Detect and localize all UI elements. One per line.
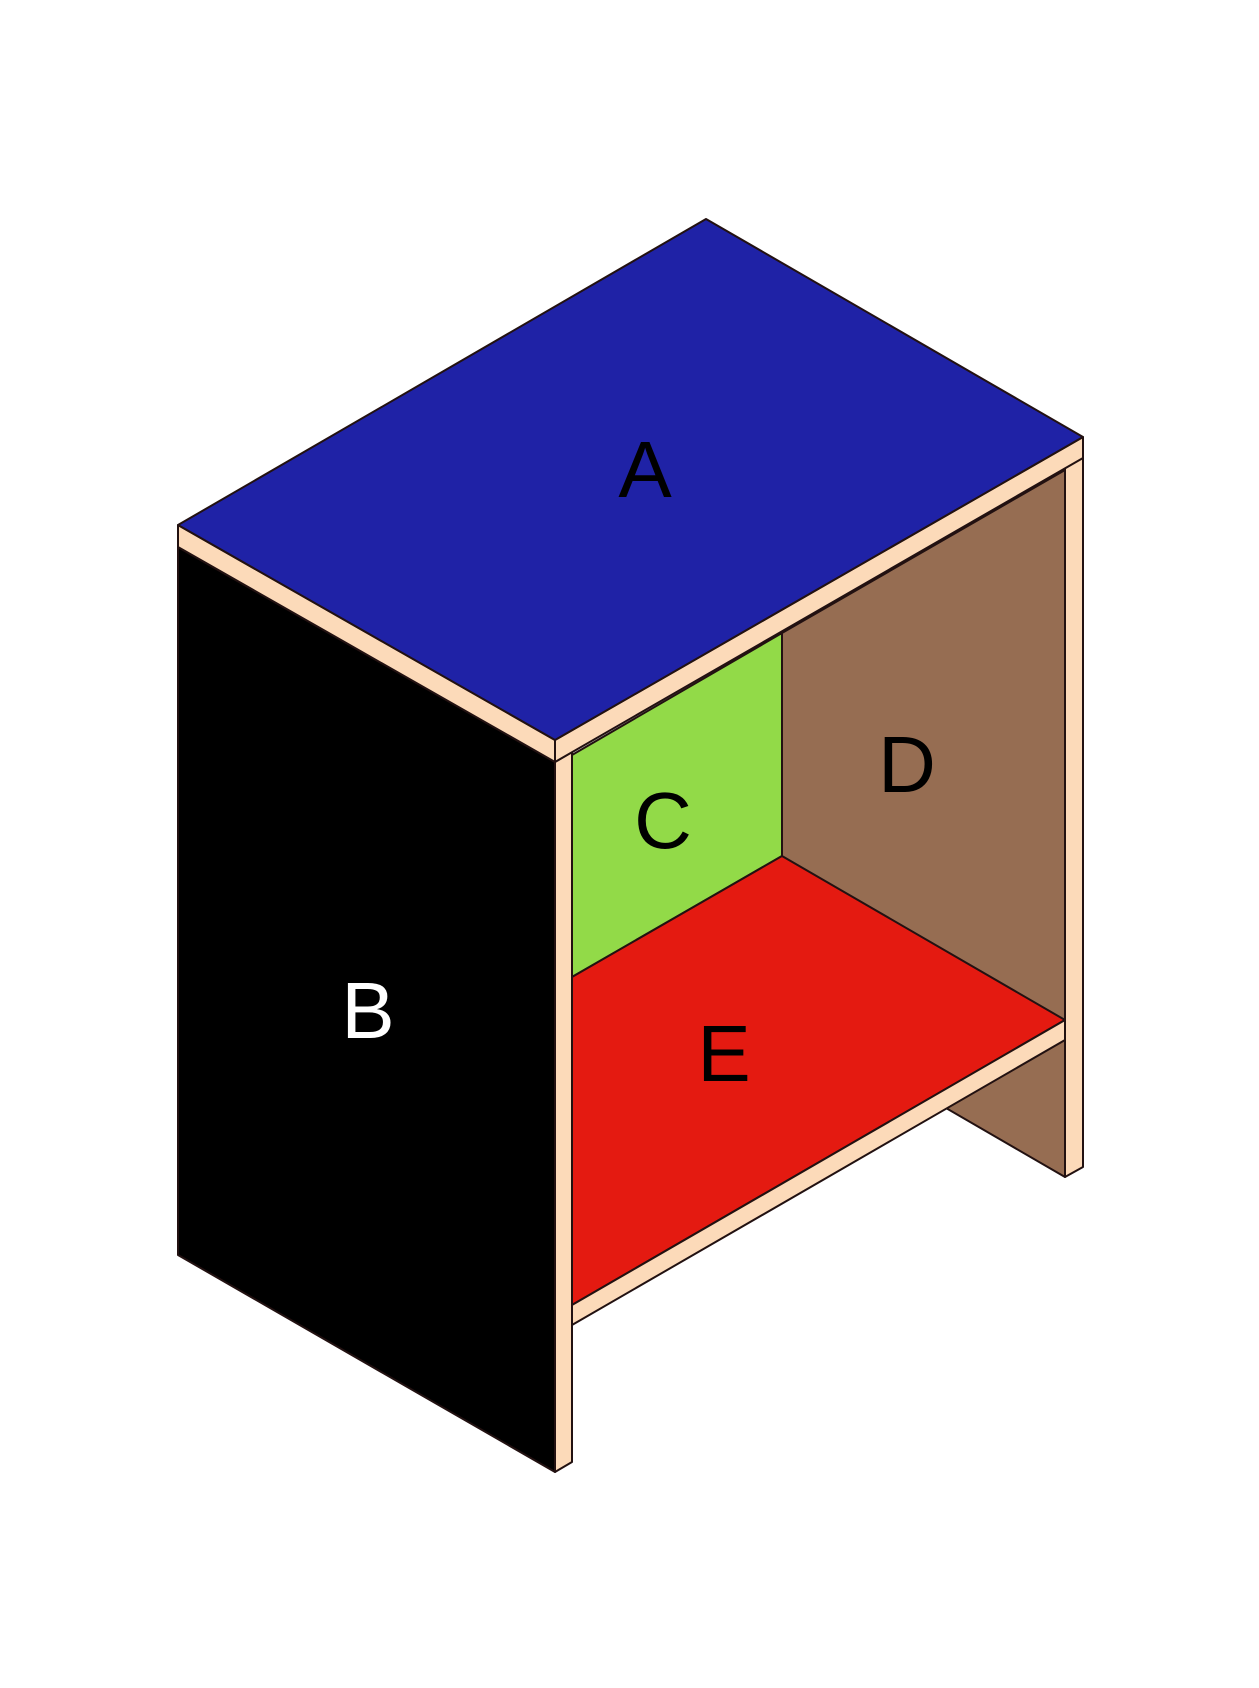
panel-a-label: A xyxy=(618,425,672,514)
right-side-edge xyxy=(1064,448,1084,1178)
panel-d-label: D xyxy=(878,720,936,809)
panel-e-label: E xyxy=(697,1009,750,1098)
panel-a xyxy=(177,218,1084,741)
panel-c-label: C xyxy=(634,776,692,865)
side-front-edge xyxy=(554,751,573,1473)
panel-b-label: B xyxy=(341,966,394,1055)
